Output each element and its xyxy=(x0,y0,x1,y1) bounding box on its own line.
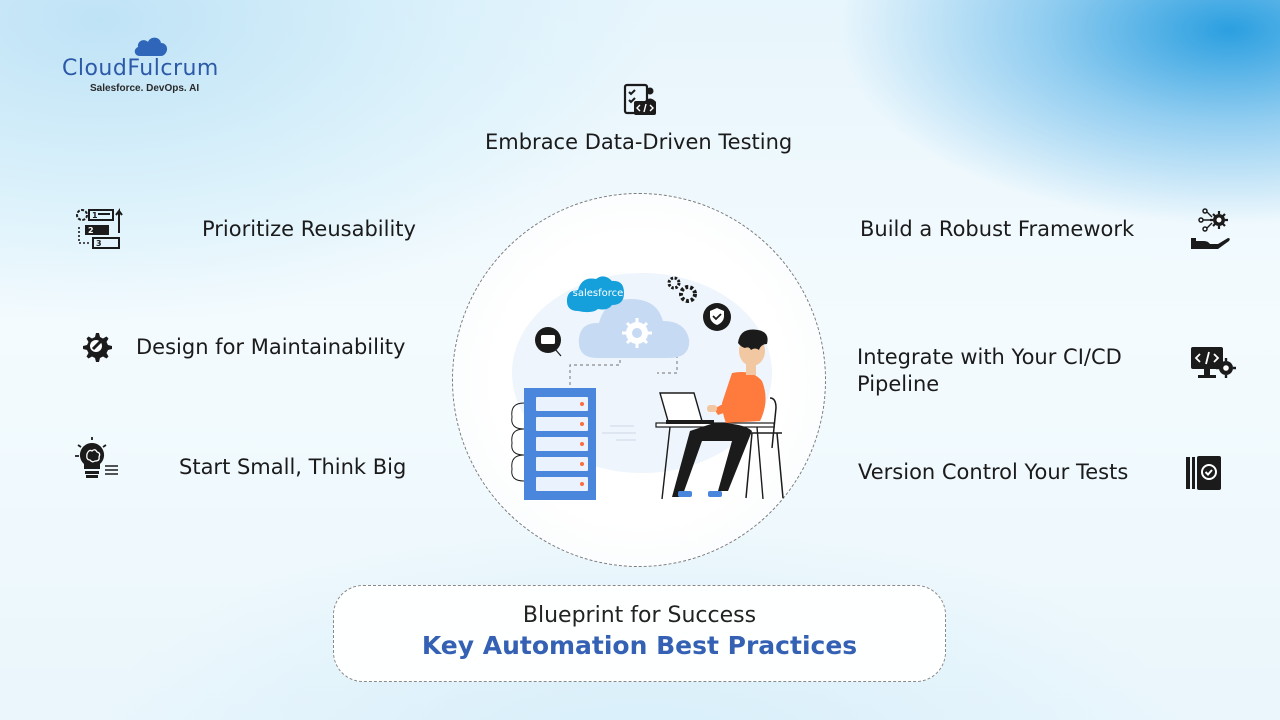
svg-text:1: 1 xyxy=(92,211,98,220)
cloud-gear-icon xyxy=(578,299,690,358)
developer-laptop-icon xyxy=(655,329,784,500)
clipboard-code-icon xyxy=(623,83,656,115)
book-check-icon xyxy=(1186,456,1221,490)
numbered-steps-icon: 1 2 3 xyxy=(76,208,123,249)
practice-design-maintainability: Design for Maintainability xyxy=(136,335,406,359)
cloud-logo-icon xyxy=(134,37,168,56)
gears-icon xyxy=(667,276,697,303)
hand-network-gear-icon xyxy=(1191,208,1230,249)
practice-cicd-line1: Integrate with Your CI/CD xyxy=(857,345,1122,369)
practice-version-control: Version Control Your Tests xyxy=(858,460,1129,484)
brand-tagline: Salesforce. DevOps. AI xyxy=(90,83,200,94)
blueprint-subtitle: Key Automation Best Practices xyxy=(421,631,858,660)
lightbulb-brain-icon xyxy=(75,437,118,478)
salesforce-label: salesforce xyxy=(573,288,624,299)
shield-check-icon xyxy=(703,303,731,331)
svg-text:3: 3 xyxy=(96,239,102,248)
brand-name: CloudFulcrum xyxy=(62,56,219,81)
monitor-code-gear-icon xyxy=(1191,347,1236,378)
practice-cicd-line2: Pipeline xyxy=(857,372,940,396)
svg-text:2: 2 xyxy=(88,226,94,235)
practice-prioritize-reusability: Prioritize Reusability xyxy=(202,217,416,241)
salesforce-badge: salesforce xyxy=(566,276,624,313)
practice-data-driven-testing: Embrace Data-Driven Testing xyxy=(485,130,793,154)
blueprint-callout: Blueprint for Success Key Automation Bes… xyxy=(333,585,946,682)
practice-robust-framework: Build a Robust Framework xyxy=(860,217,1135,241)
server-rack-icon xyxy=(511,388,596,500)
practice-start-small: Start Small, Think Big xyxy=(179,455,407,479)
blueprint-title: Blueprint for Success xyxy=(522,603,757,628)
gear-wrench-icon xyxy=(83,333,112,362)
automation-illustration: salesforce xyxy=(511,273,784,500)
brand-logo: CloudFulcrum Salesforce. DevOps. AI xyxy=(62,34,218,104)
chat-icon xyxy=(535,327,562,357)
